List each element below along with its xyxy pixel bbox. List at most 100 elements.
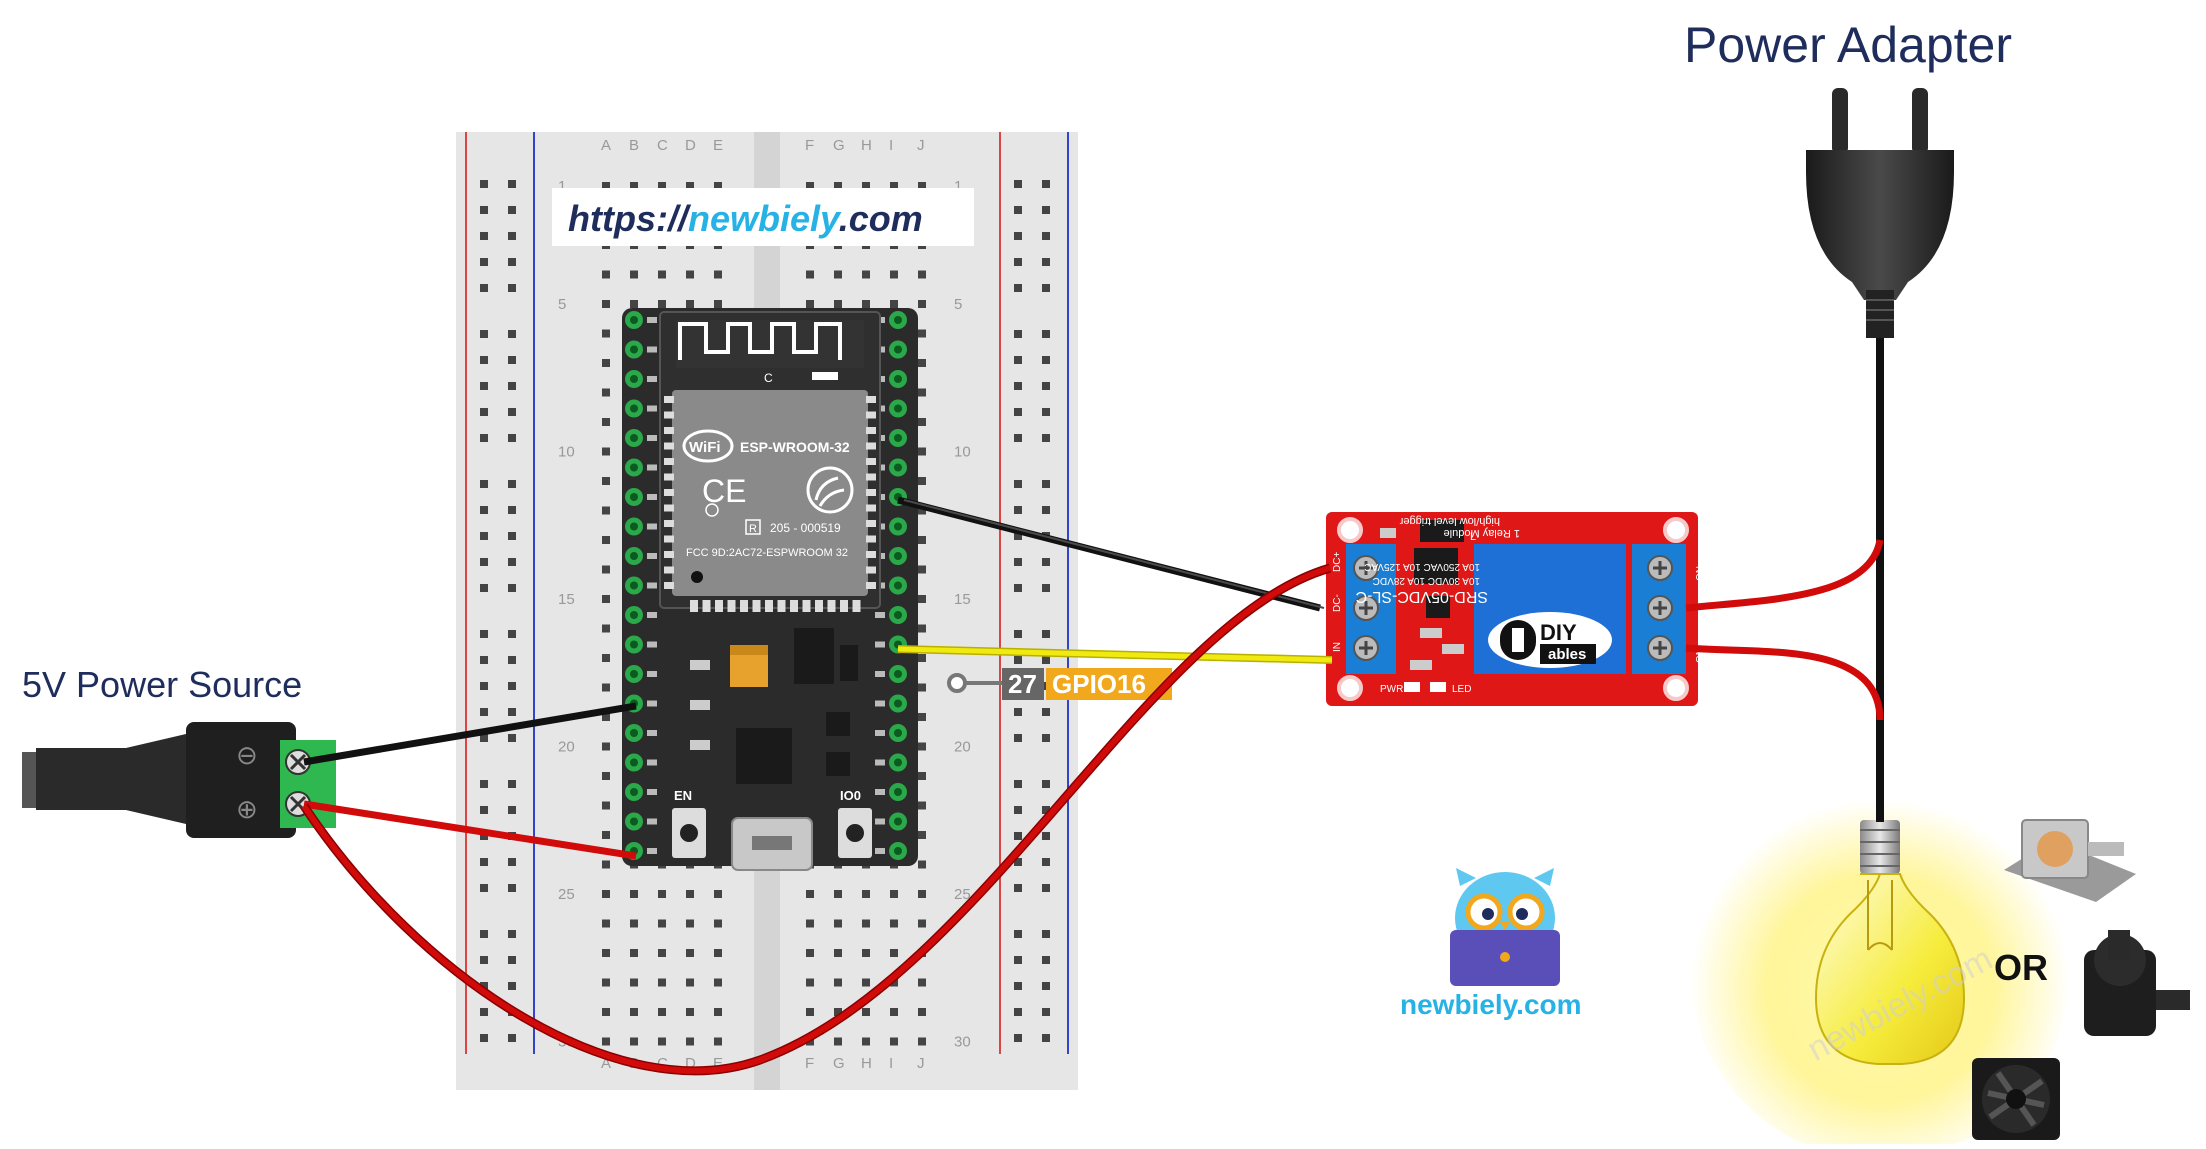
breadboard-hole	[602, 949, 610, 957]
breadboard-hole	[834, 978, 842, 987]
pin-pad	[647, 848, 657, 854]
column-letter: J	[917, 1055, 925, 1072]
row-number: 15	[558, 591, 575, 608]
rail-hole	[480, 506, 488, 514]
breadboard-hole	[890, 919, 898, 928]
header-pin-hole	[894, 847, 902, 855]
pin-dc-plus-label: DC+	[1332, 552, 1343, 572]
rail-hole	[1042, 656, 1050, 664]
breadboard-hole	[918, 683, 926, 692]
trigger-jumper[interactable]	[1420, 520, 1464, 542]
rail-hole	[1042, 780, 1050, 788]
breadboard-hole	[834, 890, 842, 898]
cert-circle-icon	[705, 503, 719, 517]
pin-pad	[647, 435, 657, 441]
url-prefix: https://	[568, 198, 692, 239]
breadboard-hole	[918, 890, 926, 898]
rail-hole	[508, 434, 516, 442]
rail-hole	[1014, 780, 1022, 788]
module-pad	[866, 551, 876, 558]
wire-adapter-com	[1685, 539, 1884, 612]
breadboard-hole	[918, 536, 926, 544]
en-button-cap[interactable]	[680, 824, 698, 842]
rail-hole	[1014, 884, 1022, 892]
pin-pad	[647, 405, 657, 412]
smd-part	[1380, 528, 1396, 538]
column-letter: H	[861, 137, 872, 154]
diyables-logo-icon	[1500, 620, 1536, 660]
pin-pad	[647, 789, 657, 795]
rail-hole	[480, 734, 488, 742]
alternative-loads: OR	[1972, 819, 2190, 1140]
rail-hole	[1014, 1034, 1022, 1042]
rail-hole	[508, 532, 516, 540]
rail-hole	[480, 884, 488, 892]
jack-barrel	[36, 734, 186, 824]
rail-hole	[1014, 532, 1022, 540]
smd-resistor	[1410, 660, 1432, 670]
relay-rating-2: 10A 30VDC 10A 28VDC	[1373, 575, 1480, 586]
breadboard-hole	[602, 359, 610, 367]
pin-pad	[875, 671, 885, 677]
rail-hole	[480, 480, 488, 488]
header-pin-hole	[894, 463, 902, 472]
module-pad	[740, 600, 748, 612]
jumper-label: L	[1470, 531, 1476, 543]
breadboard-hole	[658, 978, 666, 987]
pin-pad	[875, 759, 885, 766]
column-letter: D	[685, 137, 696, 154]
rail-hole	[1042, 258, 1050, 266]
rail-hole	[508, 480, 516, 488]
module-pad	[664, 458, 674, 465]
status-led	[1430, 682, 1446, 692]
module-pad	[664, 427, 674, 434]
cooling-fan-icon	[1972, 1058, 2060, 1140]
module-pad	[664, 551, 674, 558]
rail-hole	[508, 734, 516, 742]
rail-hole	[1042, 284, 1050, 292]
breadboard-hole	[834, 919, 842, 928]
header-pin-hole	[630, 404, 638, 413]
rail-hole	[480, 258, 488, 266]
breadboard-hole	[602, 860, 610, 869]
rail-hole	[1014, 858, 1022, 866]
rail-hole	[1042, 930, 1050, 938]
rail-hole	[1042, 630, 1050, 638]
plus-symbol-icon: ⊕	[236, 794, 258, 824]
rail-hole	[480, 408, 488, 416]
breadboard-hole	[714, 300, 722, 308]
breadboard-hole	[918, 447, 926, 456]
header-pin-hole	[894, 611, 902, 619]
module-pad	[866, 520, 876, 527]
gpio-pin-label: 27 GPIO16	[947, 668, 1172, 700]
pin-marker	[947, 673, 967, 693]
url-brand: newbiely	[688, 198, 842, 239]
en-label: EN	[674, 788, 692, 803]
wire-jack-gnd	[303, 702, 637, 766]
relay-title-2: high/low level trigger	[1399, 515, 1500, 527]
rail-hole	[1042, 708, 1050, 716]
header-pin-hole	[894, 522, 902, 531]
breadboard-hole	[630, 1037, 638, 1046]
io0-button-cap[interactable]	[846, 824, 864, 842]
smd-resistor	[1442, 644, 1464, 654]
minus-symbol-icon: ⊖	[236, 740, 258, 770]
breadboard-hole	[602, 388, 610, 397]
module-pad	[664, 582, 674, 589]
module-pad	[866, 427, 876, 434]
module-pad	[815, 600, 823, 612]
module-pad	[866, 535, 876, 543]
esp32-board: C WiFi ESP-WROOM-32 CE R 205 - 000519 FC…	[622, 308, 918, 871]
relay-module: DC+ DC- IN L PWR LED 10A 250VAC 10A 125V…	[1326, 512, 1706, 706]
pin-pad	[875, 612, 885, 618]
module-pad	[866, 396, 876, 403]
module-pads	[664, 396, 876, 612]
screw-slot	[1359, 561, 1373, 575]
pin-pad	[647, 641, 657, 648]
breadboard-hole	[630, 270, 638, 279]
header-pin-hole	[894, 316, 902, 324]
module-pad	[866, 411, 876, 419]
bulb-glass	[1814, 873, 1966, 1065]
rail-hole	[508, 558, 516, 566]
